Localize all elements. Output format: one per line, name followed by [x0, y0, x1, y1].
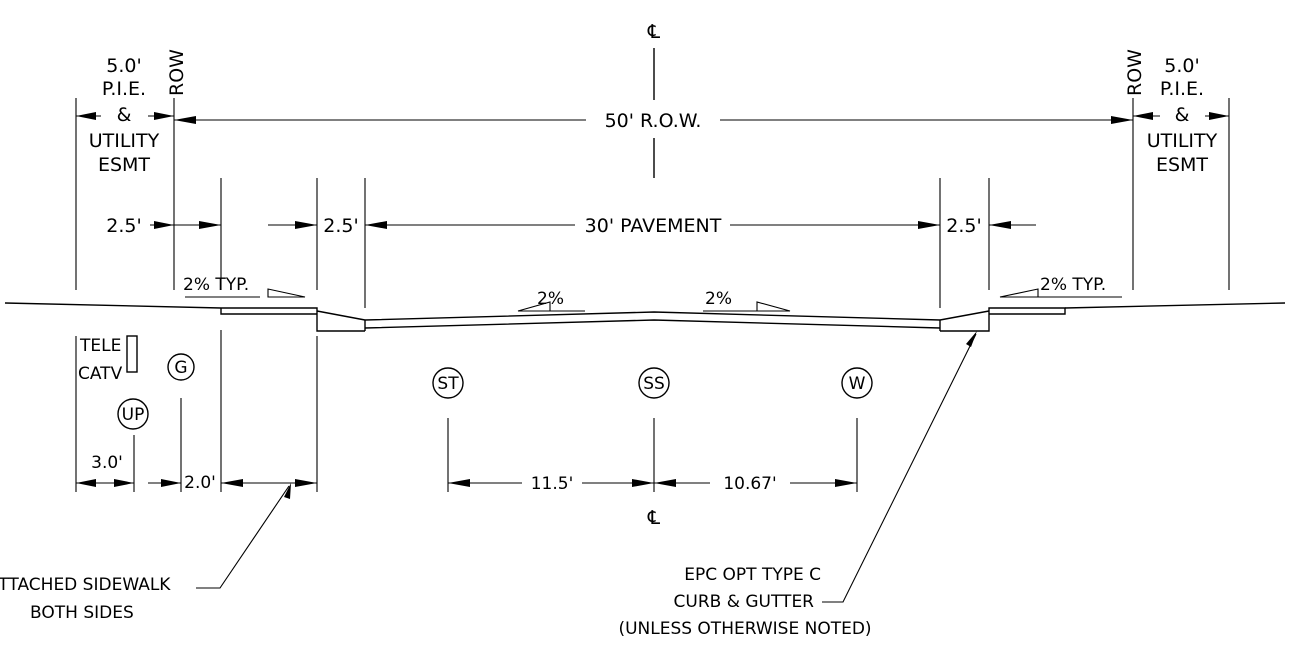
note-curb: EPC OPT TYPE C CURB & GUTTER (UNLESS OTH… [618, 331, 977, 639]
power-circle [117, 398, 149, 430]
dim-storm: 11.5' [531, 474, 574, 494]
utility-water: W [849, 374, 866, 394]
easement-right-line3: UTILITY [1147, 130, 1218, 152]
note-curb-line3: (UNLESS OTHERWISE NOTED) [618, 619, 871, 639]
dim-right-offset: 2.5' [946, 215, 981, 237]
dim-util-right: 2.0' [184, 473, 216, 493]
centerline-top-symbol: ℄ [647, 21, 661, 43]
easement-left-line3: UTILITY [89, 130, 160, 152]
catv-box [126, 335, 138, 373]
utility-gas: G [174, 358, 187, 378]
easement-left-width: 5.0' [106, 55, 141, 77]
easement-right: 5.0' P.I.E. & UTILITY ESMT [1133, 55, 1229, 176]
easement-left-line1: P.I.E. [102, 78, 146, 100]
utility-power: UP [122, 405, 145, 425]
slope-labels: 2% TYP. 2% 2% 2% TYP. [183, 275, 1122, 312]
easement-right-width: 5.0' [1164, 55, 1199, 77]
note-curb-line1: EPC OPT TYPE C [684, 565, 821, 585]
pavement-dimension-row: 2.5' 2.5' 30' PAVEMENT 2.5' [106, 215, 1036, 237]
utility-catv: CATV [78, 364, 123, 384]
note-curb-line2: CURB & GUTTER [674, 592, 815, 612]
row-label-left: ROW [166, 49, 188, 96]
slope-right-typ: 2% TYP. [1040, 275, 1106, 295]
utilities-center: ST SS W 11.5' 10.67' ℄ [432, 367, 873, 529]
easement-right-line4: ESMT [1156, 154, 1208, 176]
note-sidewalk-line2: BOTH SIDES [30, 603, 134, 623]
easement-right-line1: P.I.E. [1160, 78, 1204, 100]
slope-pave-right: 2% [705, 289, 732, 309]
extension-lines [75, 98, 1230, 308]
row-width-label: 50' R.O.W. [605, 110, 702, 132]
utility-sanitary: SS [643, 374, 665, 394]
dim-left-offset: 2.5' [106, 215, 141, 237]
easement-right-line2: & [1175, 104, 1190, 126]
slope-left-typ: 2% TYP. [183, 275, 249, 295]
gas-circle [167, 353, 195, 381]
storm-circle [432, 367, 464, 399]
centerline-bottom-symbol: ℄ [647, 507, 661, 529]
row-dimension: 50' R.O.W. [174, 110, 1133, 132]
dim-left-walk-offset: 2.5' [323, 215, 358, 237]
water-circle [841, 367, 873, 399]
dim-util-left: 3.0' [91, 453, 123, 473]
dim-water: 10.67' [723, 474, 776, 494]
sanitary-circle [638, 367, 670, 399]
utility-tele: TELE [79, 336, 121, 356]
easement-left-line2: & [117, 104, 132, 126]
row-label-right: ROW [1124, 49, 1146, 96]
utility-storm: ST [437, 374, 459, 394]
note-sidewalk-line1: ATTACHED SIDEWALK [0, 575, 171, 595]
road-profile [4, 302, 1286, 332]
dim-pavement: 30' PAVEMENT [585, 215, 722, 237]
easement-left: 5.0' P.I.E. & UTILITY ESMT [76, 55, 174, 176]
note-sidewalk: ATTACHED SIDEWALK BOTH SIDES [0, 483, 291, 623]
easement-left-line4: ESMT [98, 154, 150, 176]
utilities-left: TELE CATV G UP 3.0' 2.0' [75, 330, 318, 493]
